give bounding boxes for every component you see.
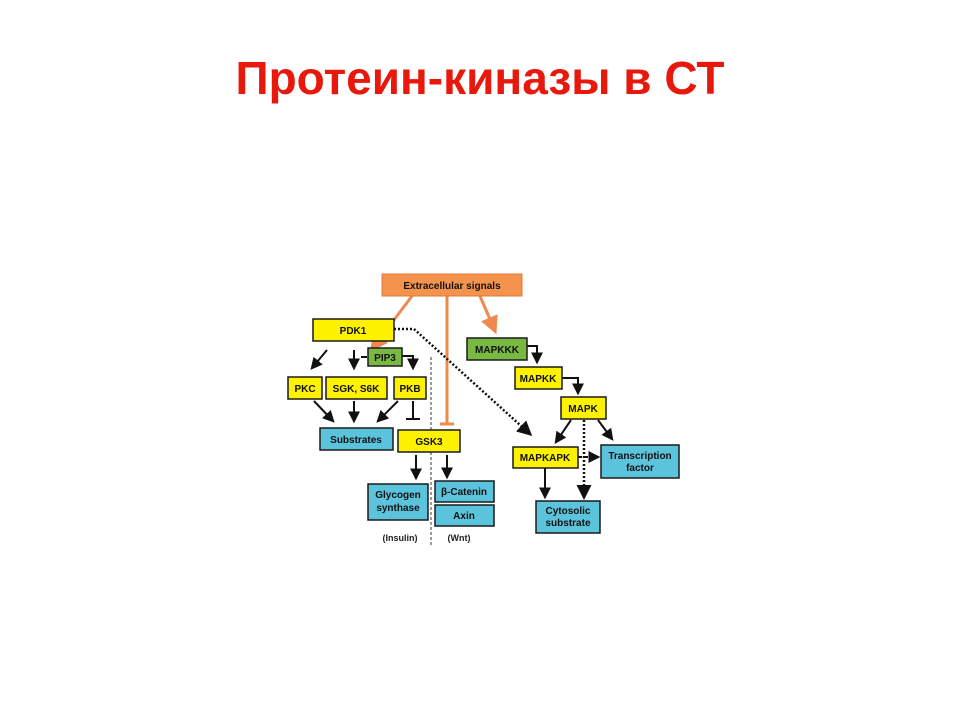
dotted-pdk1-to-mapkapk (394, 327, 533, 437)
label-transcription-line2: factor (626, 463, 654, 474)
node-pkc: PKC (287, 376, 323, 400)
label-pkb: PKB (399, 384, 420, 395)
label-gsk3: GSK3 (415, 437, 443, 448)
label-insulin: (Insulin) (383, 533, 418, 543)
node-substrates: Substrates (319, 427, 394, 451)
label-cytosolic-line1: Cytosolic (545, 506, 590, 517)
node-pkb: PKB (393, 376, 427, 400)
connectors (310, 295, 614, 545)
arrow-mapk-to-transcription (597, 419, 614, 441)
node-cytosolic-substrate: Cytosolic substrate (535, 500, 601, 534)
label-transcription-line1: Transcription (608, 451, 671, 462)
label-pkc: PKC (294, 384, 315, 395)
node-transcription-factor: Transcription factor (600, 444, 680, 479)
node-gsk3: GSK3 (397, 429, 461, 453)
label-pdk1: PDK1 (340, 326, 367, 337)
label-glycogen-line2: synthase (376, 503, 420, 514)
arrow-mapk-to-mapkapk (554, 419, 572, 444)
label-cytosolic-line2: substrate (545, 518, 590, 529)
node-extracellular-signals: Extracellular signals (381, 273, 523, 297)
label-axin: Axin (453, 511, 475, 522)
node-axin: Axin (434, 504, 495, 527)
label-sgk-s6k: SGK, S6K (333, 384, 380, 395)
node-pdk1: PDK1 (312, 318, 395, 342)
node-beta-catenin: β-Catenin (434, 480, 495, 503)
node-mapkk: MAPKK (514, 366, 563, 390)
node-sgk-s6k: SGK, S6K (325, 376, 388, 400)
label-extracellular-signals: Extracellular signals (403, 281, 501, 292)
arrow-pip3-to-pkb (402, 355, 419, 371)
arrow-pkc-to-substrates (313, 400, 335, 423)
label-mapkapk: MAPKAPK (520, 453, 571, 464)
node-pip3: PIP3 (367, 347, 403, 367)
node-mapkkk: MAPKKK (466, 337, 528, 361)
slide-title: Протеин-киназы в СТ (235, 52, 725, 104)
node-glycogen-synthase: Glycogen synthase (367, 483, 429, 521)
node-mapkapk: MAPKAPK (512, 446, 579, 469)
label-mapkkk: MAPKKK (475, 345, 520, 356)
arrow-mapkkk-to-mapkk (527, 345, 543, 365)
node-mapk: MAPK (560, 396, 607, 420)
label-pip3: PIP3 (374, 353, 396, 364)
label-mapkk: MAPKK (520, 374, 557, 385)
arrow-pkb-to-substrates (376, 400, 399, 423)
arrow-mapkk-to-mapk (562, 377, 584, 396)
label-mapk: MAPK (568, 404, 598, 415)
arrow-extracellular-to-mapkkk (478, 295, 498, 335)
label-wnt: (Wnt) (448, 533, 471, 543)
arrow-pdk1-to-pkc (310, 349, 328, 370)
label-beta-catenin: β-Catenin (441, 487, 487, 498)
label-substrates: Substrates (330, 435, 382, 446)
label-glycogen-line1: Glycogen (375, 490, 421, 501)
